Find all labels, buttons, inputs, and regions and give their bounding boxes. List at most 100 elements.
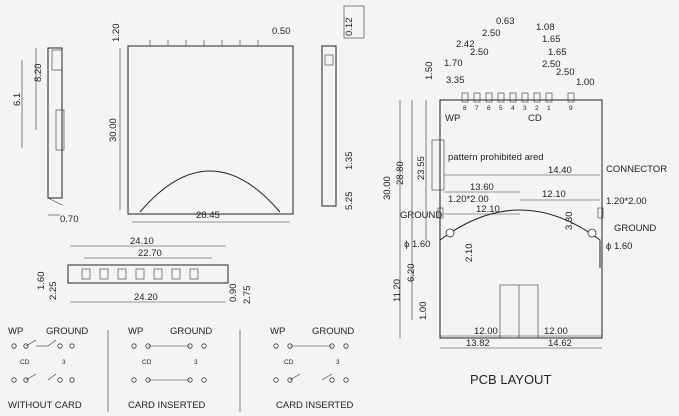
label-3: 3 [336,359,340,366]
dim-12-10a: 12.10 [542,189,566,200]
side-detail [51,49,63,71]
pcb-pads [461,92,575,103]
dim-phi-left: ϕ 1.60 [404,239,430,250]
dim-1-60: 1.60 [36,272,47,291]
dim-1-20x2-00-right: 1.20*2.00 [606,196,647,207]
label-cd: CD [528,113,542,124]
label-ground: GROUND [170,326,212,337]
dim-0-90: 0.90 [228,284,239,303]
dim-1-65b: 1.65 [548,47,567,58]
label-3: 3 [62,359,66,366]
ground-pad-left [437,207,444,219]
dim-24-10: 24.10 [130,236,154,247]
dim-6-20: 6.20 [406,264,417,283]
label-ground-right: GROUND [614,223,656,234]
ground-pad-right [597,207,604,219]
dim-8-20: 8.20 [33,64,44,83]
label-3: 3 [194,359,198,366]
label-cd: CD [142,359,152,366]
dim-1-00-pcb: 1.00 [418,302,429,321]
dim-2-50c: 2.50 [542,59,561,70]
front-view: 1.20 0.50 30.00 28.45 [108,24,294,223]
label-cd: CD [284,359,294,366]
dim-1-65a: 1.65 [542,34,561,45]
dim-1-35: 1.35 [344,152,355,171]
bottom-view: 24.10 22.70 1.60 2.25 24.20 0.90 2.75 [36,236,253,304]
detail-box [343,5,365,39]
label-pattern: pattern prohibited ared [448,152,544,163]
dim-1-08: 1.08 [536,22,555,33]
pattern-area [431,139,445,191]
front-pins [149,40,259,46]
dim-30-00: 30.00 [108,118,119,142]
dim-2-25: 2.25 [48,282,59,301]
dim-22-70: 22.70 [138,248,162,259]
hole-right [587,228,597,238]
bottom-body [67,264,229,284]
pin-numbers: 8 7 6 5 4 3 2 1 9 [463,105,573,112]
label-ground-left: GROUND [400,210,442,221]
switch-diagrams: WP GROUND CD 3 WITHOUT CARD WP GROUND CD… [8,326,354,412]
pcb-top-dims: 0.63 1.08 2.50 1.65 2.42 2.50 1.65 1.70 … [424,16,595,88]
dim-13-60: 13.60 [470,182,494,193]
side-pin [47,197,63,206]
dim-3-30: 3.30 [564,212,575,231]
label-wp: WP [128,326,143,337]
front-body [127,45,294,215]
label-ground: GROUND [46,326,88,337]
bottom-pins [81,268,199,280]
caption-without-card: WITHOUT CARD [8,400,82,411]
label-wp: WP [270,326,285,337]
pin-3: 3 [523,105,527,112]
dim-28-80: 28.80 [395,161,406,185]
dim-2-42: 2.42 [456,39,475,50]
dim-1-50: 1.50 [424,62,435,81]
pcb-outline [439,99,603,339]
dim-11-20: 11.20 [392,279,403,302]
dim-12-10b: 12.10 [476,204,500,215]
side-right-detail [324,54,334,66]
dim-1-20x2-00-left: 1.20*2.00 [448,194,489,205]
pin-9: 9 [569,105,573,112]
side-detail [55,109,65,151]
pin-1: 1 [547,105,551,112]
dim-2-50a: 2.50 [482,28,501,39]
side-view-right: 0.12 1.35 5.25 [321,5,365,210]
dim-30-00-pcb: 30.00 [382,176,393,200]
dim-0-50: 0.50 [272,26,291,37]
pcb-title: PCB LAYOUT [470,372,551,387]
dim-1-70: 1.70 [444,58,463,69]
side-right-body [321,45,337,207]
side-body [47,47,63,199]
pin-6: 6 [487,105,491,112]
dim-23-55: 23.55 [416,156,427,180]
dim-2-50b: 2.50 [470,47,489,58]
dim-0-63: 0.63 [496,16,515,27]
dim-1-20: 1.20 [111,24,122,43]
pin-8: 8 [463,105,467,112]
front-card-cutout [139,170,281,213]
switch-card-inserted-1: WP GROUND CD 3 CARD INSERTED [128,326,212,411]
pcb-dim-lines [399,100,602,349]
dim-14-40: 14.40 [548,165,572,176]
dim-2-10: 2.10 [464,244,475,263]
caption-card-inserted: CARD INSERTED [276,400,354,411]
pcb-layout: 8 7 6 5 4 3 2 1 9 0.63 1.08 2.50 1.65 2.… [382,16,667,387]
dim-28-45: 28.45 [196,210,220,221]
dim-24-20: 24.20 [134,292,158,303]
switch-without-card: WP GROUND CD 3 WITHOUT CARD [8,326,88,411]
dim-2-75: 2.75 [242,286,253,305]
switch-card-inserted-2: WP GROUND CD 3 CARD INSERTED [270,326,354,411]
pin-4: 4 [511,105,515,112]
dim-0-70: 0.70 [60,214,79,225]
side-view-left: 8.20 6.1 0.70 [12,47,79,225]
dim-0-12: 0.12 [344,18,355,37]
dim-12-00b: 12.00 [544,326,568,337]
dim-phi-right: ϕ 1.60 [606,241,632,252]
label-cd: CD [20,359,30,366]
caption-card-inserted: CARD INSERTED [128,400,206,411]
label-connector: CONNECTOR [606,164,667,175]
label-wp: WP [445,113,460,124]
